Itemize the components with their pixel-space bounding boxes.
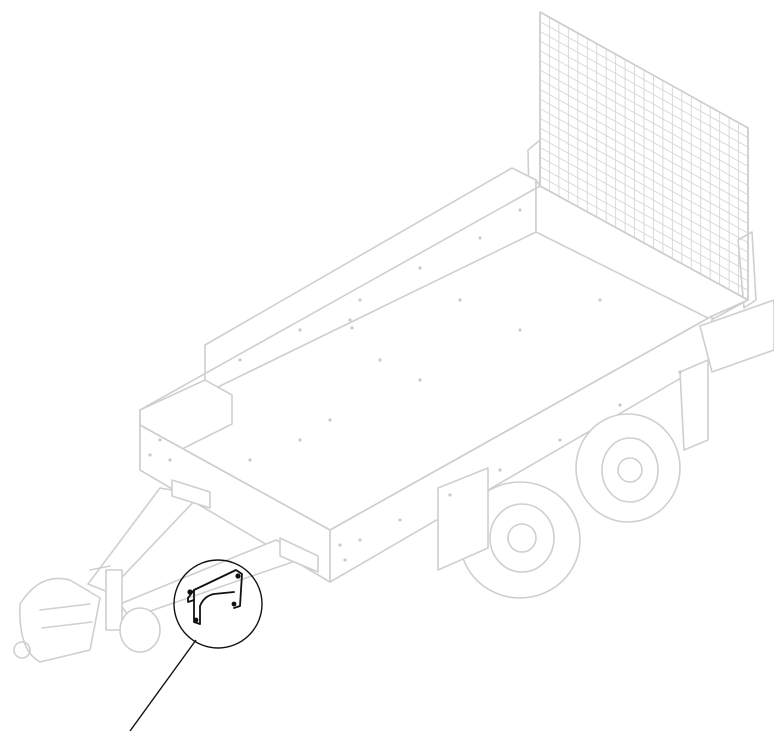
magnifier-detail-circle-icon — [173, 559, 263, 649]
rivet-dots — [148, 208, 682, 562]
callout-leader-line — [129, 639, 197, 732]
drawbar-a-frame — [87, 479, 319, 619]
rear-ramp-mesh — [527, 11, 757, 309]
wheel-rear — [575, 413, 681, 523]
coupling-head — [13, 577, 101, 663]
trailer-bed — [139, 167, 774, 583]
jockey-wheel — [89, 565, 161, 653]
detail-callout — [129, 559, 263, 732]
drawbar-bracket-plate-icon — [187, 569, 243, 625]
